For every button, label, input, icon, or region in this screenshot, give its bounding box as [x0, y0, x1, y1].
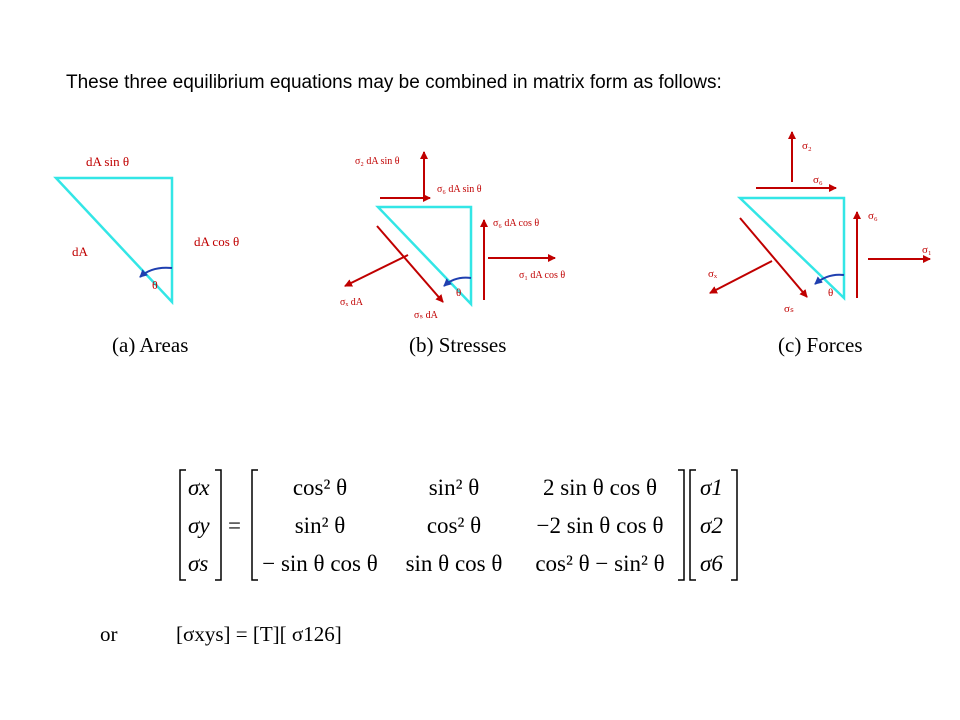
areas-label-top: dA sin θ: [86, 154, 129, 169]
stresses-label-ss: σₛ dA: [414, 310, 439, 321]
forces-angle-arc: [814, 273, 845, 285]
stresses-label-theta: θ: [456, 287, 461, 299]
forces-arrow-sx: [709, 260, 773, 294]
t-bracket-left: [251, 469, 258, 581]
stresses-label-s1: σ₁ dA cos θ: [519, 270, 565, 281]
matrix-cell: −2 sin θ cos θ: [536, 513, 663, 538]
stresses-label-s6-right: σ₆ dA cos θ: [493, 218, 539, 229]
forces-arrow-ss: [739, 217, 808, 298]
forces-label-ss: σₛ: [784, 303, 794, 315]
lhs-entry: σy: [188, 513, 210, 538]
matrix-cell: sin² θ: [295, 513, 346, 538]
forces-label-sx: σₓ: [708, 268, 718, 280]
matrix-cell: cos² θ: [293, 475, 347, 500]
figure-stresses: σ₂ dA sin θ σ₆ dA sin θ σ₆ dA cos θ σ₁ d…: [340, 151, 565, 357]
matrix-cell: sin θ cos θ: [406, 551, 503, 576]
areas-label-hyp: dA: [72, 244, 89, 259]
compact-formula: [σxys] = [T][ σ126]: [176, 622, 342, 646]
rhs-bracket-right: [731, 469, 738, 581]
forces-label-s1: σ₁: [922, 244, 932, 256]
stresses-angle-arc: [443, 276, 472, 287]
t-bracket-right: [678, 469, 685, 581]
forces-caption: (c) Forces: [778, 333, 863, 357]
matrix-cell: 2 sin θ cos θ: [543, 475, 657, 500]
rhs-entry: σ6: [700, 551, 723, 576]
stresses-arrow-sx: [344, 254, 409, 287]
stresses-caption: (b) Stresses: [409, 333, 506, 357]
forces-label-theta: θ: [828, 287, 833, 299]
figure-forces: σ₂ σ₆ σ₆ σ₁ σₓ σₛ θ (c) Forces: [708, 131, 932, 357]
rhs-entry: σ1: [700, 475, 723, 500]
areas-label-right: dA cos θ: [194, 234, 239, 249]
lhs-entry: σx: [188, 475, 210, 500]
equals-sign: =: [228, 513, 241, 538]
matrix-equation: σx σy σs = cos² θ sin² θ 2 sin θ cos θ s…: [179, 469, 738, 581]
forces-label-s2: σ₂: [802, 140, 812, 152]
stresses-label-s6-top: σ₆ dA sin θ: [437, 184, 482, 195]
figure-areas: dA sin θ dA dA cos θ θ (a) Areas: [53, 154, 239, 357]
rhs-entry: σ2: [700, 513, 723, 538]
lhs-bracket-right: [215, 469, 222, 581]
matrix-cell: cos² θ − sin² θ: [535, 551, 664, 576]
areas-label-theta: θ: [152, 278, 158, 292]
matrix-cell: − sin θ cos θ: [262, 551, 378, 576]
matrix-cell: sin² θ: [429, 475, 480, 500]
forces-label-s6-right: σ₆: [868, 210, 878, 222]
compact-equation: or [σxys] = [T][ σ126]: [100, 622, 342, 646]
matrix-cell: cos² θ: [427, 513, 481, 538]
rhs-bracket-left: [689, 469, 696, 581]
stresses-triangle: [375, 205, 473, 308]
stresses-arrow-ss: [376, 225, 444, 303]
lhs-bracket-left: [179, 469, 186, 581]
heading-text: These three equilibrium equations may be…: [66, 72, 722, 93]
stresses-label-sx: σₓ dA: [340, 297, 364, 308]
or-label: or: [100, 622, 118, 646]
forces-label-s6-top: σ₆: [813, 174, 823, 186]
forces-triangle: [736, 196, 846, 301]
areas-triangle: [53, 176, 174, 306]
areas-angle-arc: [139, 266, 173, 278]
lhs-entry: σs: [188, 551, 208, 576]
stresses-label-s2: σ₂ dA sin θ: [355, 156, 400, 167]
areas-caption: (a) Areas: [112, 333, 188, 357]
